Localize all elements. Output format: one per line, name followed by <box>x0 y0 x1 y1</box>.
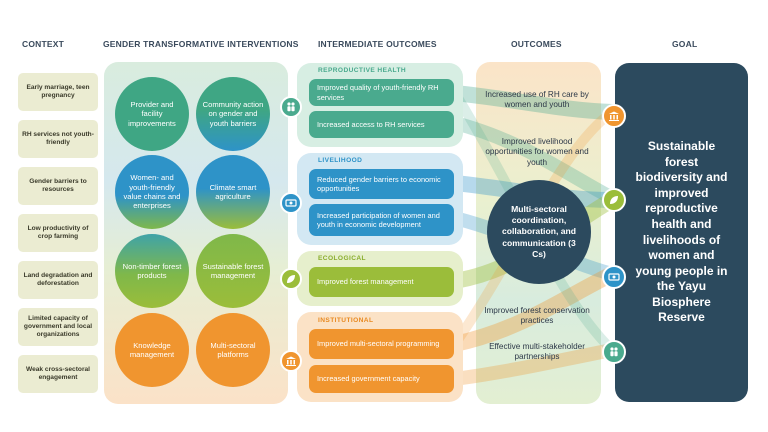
intermediate-outcome-box: Increased access to RH services <box>309 111 454 138</box>
goal-box: Sustainable forest biodiversity and impr… <box>615 63 748 402</box>
header-context: CONTEXT <box>22 39 65 49</box>
intervention-circle: Knowledge management <box>115 313 189 387</box>
intermediate-outcome-box: Improved quality of youth-friendly RH se… <box>309 79 454 106</box>
leaf-icon <box>280 268 302 290</box>
context-item: RH services not youth-friendly <box>18 120 98 158</box>
sector-title: ECOLOGICAL <box>318 255 366 262</box>
building-icon <box>280 350 302 372</box>
context-item: Limited capacity of government and local… <box>18 308 98 346</box>
people-icon <box>602 340 626 364</box>
intermediate-outcome-box: Increased government capacity <box>309 365 454 393</box>
intervention-circle: Women- and youth-friendly value chains a… <box>115 155 189 229</box>
context-item: Weak cross-sectoral engagement <box>18 355 98 393</box>
header-outcomes: OUTCOMES <box>511 39 562 49</box>
intervention-circle: Multi-sectoral platforms <box>196 313 270 387</box>
intervention-circle: Non-timber forest products <box>115 234 189 308</box>
intermediate-outcome-box: Reduced gender barriers to economic oppo… <box>309 169 454 199</box>
context-item: Land degradation and deforestation <box>18 261 98 299</box>
context-item: Early marriage, teen pregnancy <box>18 73 98 111</box>
money-icon <box>602 265 626 289</box>
outcome-text: Increased use of RH care by women and yo… <box>485 90 589 110</box>
intermediate-outcome-box: Improved multi-sectoral programming <box>309 329 454 359</box>
leaf-icon <box>602 188 626 212</box>
outcome-text: Improved livelihood opportunities for wo… <box>485 137 589 167</box>
building-icon <box>602 104 626 128</box>
header-interventions: GENDER TRANSFORMATIVE INTERVENTIONS <box>103 39 299 49</box>
sector-title: LIVELIHOOD <box>318 157 363 164</box>
outcome-text: Effective multi-stakeholder partnerships <box>489 342 585 362</box>
people-icon <box>280 96 302 118</box>
context-item: Gender barriers to resources <box>18 167 98 205</box>
coordination-circle: Multi-sectoral coordination, collaborati… <box>487 180 591 284</box>
intervention-circle: Sustainable forest management <box>196 234 270 308</box>
outcome-text: Improved forest conservation practices <box>484 306 590 326</box>
sector-title: INSTITUTIONAL <box>318 317 374 324</box>
intervention-circle: Climate smart agriculture <box>196 155 270 229</box>
intervention-circle: Community action on gender and youth bar… <box>196 77 270 151</box>
money-icon <box>280 192 302 214</box>
context-item: Low productivity of crop farming <box>18 214 98 252</box>
intermediate-outcome-box: Improved forest management <box>309 267 454 297</box>
header-intermediate-outcomes: INTERMEDIATE OUTCOMES <box>318 39 437 49</box>
intervention-circle: Provider and facility improvements <box>115 77 189 151</box>
sector-title: REPRODUCTIVE HEALTH <box>318 67 407 74</box>
intermediate-outcome-box: Increased participation of women and you… <box>309 204 454 236</box>
header-goal: GOAL <box>672 39 698 49</box>
